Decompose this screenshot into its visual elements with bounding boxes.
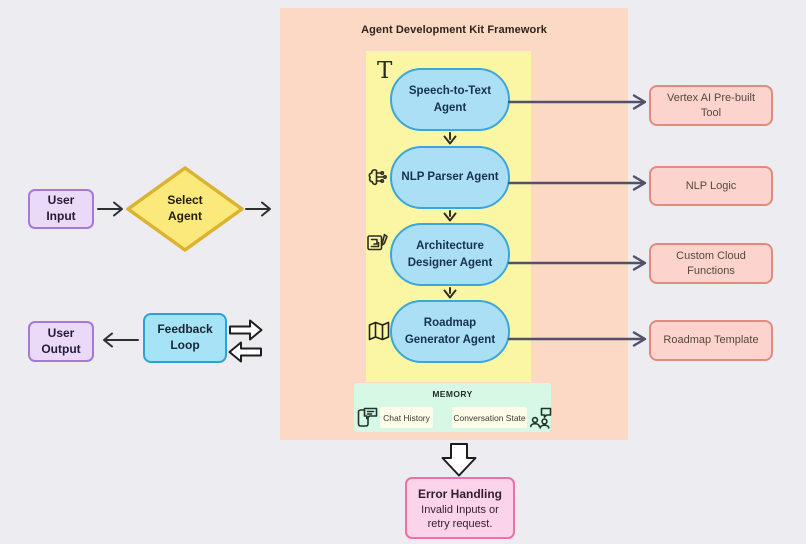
memory-item-label: Conversation State	[453, 412, 526, 423]
arrow-select-agent-to-framework	[245, 201, 271, 217]
phone-chat-icon	[357, 407, 378, 427]
memory-item-chat-history: Chat History	[380, 407, 433, 428]
tool-label: Custom Cloud Functions	[676, 249, 746, 277]
select-agent-label: Select Agent	[167, 193, 203, 223]
tool-node-vertex-ai: Vertex AI Pre-built Tool	[649, 85, 773, 126]
tool-label: Vertex AI Pre-built Tool	[666, 91, 756, 119]
decision-diamond-shape	[126, 166, 244, 252]
tool-node-nlp-logic: NLP Logic	[649, 166, 773, 206]
tool-node-roadmap-template: Roadmap Template	[649, 320, 773, 361]
user-output-node: User Output	[28, 321, 94, 362]
blueprint-pencil-icon	[367, 233, 388, 251]
user-output-label: User Output	[41, 325, 81, 356]
tool-label: Roadmap Template	[663, 334, 759, 347]
block-arrow-feedback-to-framework	[229, 319, 263, 341]
agent-label: Architecture Designer Agent	[407, 240, 493, 269]
folded-map-icon	[368, 321, 390, 341]
agent-label: Roadmap Generator Agent	[404, 317, 496, 346]
memory-item-conversation-state: Conversation State	[452, 407, 527, 428]
agent-node-speech-to-text: Speech-to-Text Agent	[390, 68, 510, 131]
error-handling-title: Error Handling	[417, 486, 502, 501]
text-icon: T	[377, 58, 393, 84]
select-agent-decision: Select Agent	[125, 165, 245, 253]
arrow-user-input-to-select-agent	[97, 201, 123, 217]
block-arrow-framework-to-error-handling	[441, 443, 477, 477]
agent-label: NLP Parser Agent	[401, 171, 499, 184]
framework-title: Agent Development Kit Framework	[361, 24, 547, 36]
error-handling-description: Invalid Inputs or retry request.	[421, 503, 499, 530]
user-input-label: User Input	[46, 193, 76, 223]
agent-node-roadmap-generator: Roadmap Generator Agent	[390, 300, 510, 363]
memory-item-label: Chat History	[383, 412, 430, 423]
people-chat-icon	[530, 407, 552, 429]
agent-label: Speech-to-Text Agent	[408, 85, 492, 114]
brain-circuit-icon	[368, 169, 387, 186]
tool-label: NLP Logic	[685, 179, 737, 192]
tool-node-custom-cloud-functions: Custom Cloud Functions	[649, 243, 773, 284]
agent-node-nlp-parser: NLP Parser Agent	[390, 146, 510, 209]
feedback-loop-label: Feedback Loop	[157, 322, 213, 352]
arrow-feedback-loop-to-user-output	[103, 332, 139, 348]
agent-node-architecture-designer: Architecture Designer Agent	[390, 223, 510, 286]
feedback-loop-node: Feedback Loop	[143, 313, 227, 363]
user-input-node: User Input	[28, 189, 94, 229]
memory-title: MEMORY	[432, 389, 473, 399]
block-arrow-framework-to-feedback	[228, 341, 262, 363]
error-handling-node: Error Handling Invalid Inputs or retry r…	[405, 477, 515, 539]
